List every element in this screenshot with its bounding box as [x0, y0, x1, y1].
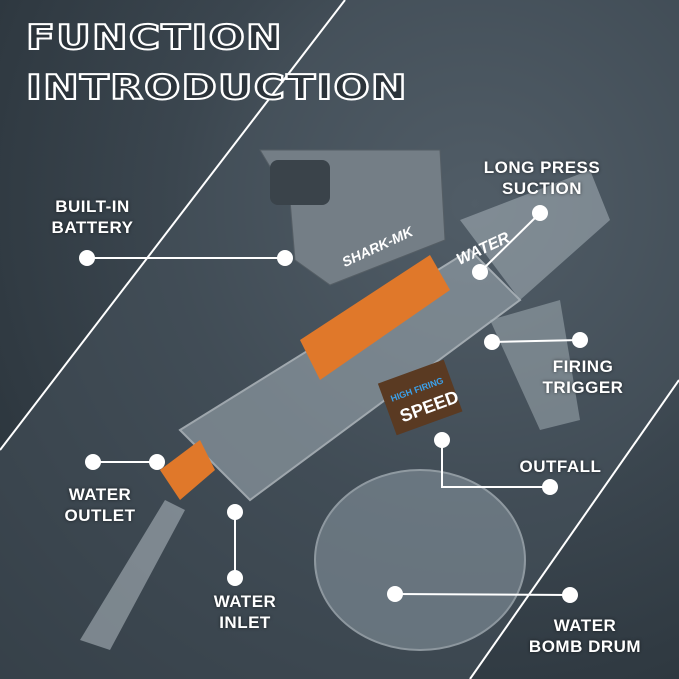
callout-dot [434, 432, 450, 448]
label-outlet: WATER OUTLET [45, 484, 155, 526]
label-line: WATER [553, 616, 617, 635]
callout-dot [149, 454, 165, 470]
label-line: SUCTION [502, 179, 582, 198]
callout-dot [542, 479, 558, 495]
label-drum: WATER BOMB DRUM [515, 615, 655, 657]
orange-tank [300, 255, 450, 380]
title-line-2: INTRODUCTION [25, 67, 408, 109]
label-trigger: FIRING TRIGGER [528, 356, 638, 398]
label-line: BUILT-IN [55, 197, 130, 216]
stock [460, 170, 610, 300]
callout-dot [387, 586, 403, 602]
label-line: FIRING [552, 357, 614, 376]
grip [490, 300, 580, 430]
divider-line [469, 379, 679, 679]
label-line: INLET [219, 613, 271, 632]
callout-dot [484, 334, 500, 350]
label-line: WATER [68, 485, 132, 504]
label-line: LONG PRESS [483, 158, 601, 177]
leader-drum [394, 593, 571, 596]
callout-dot [227, 504, 243, 520]
label-line: OUTFALL [519, 457, 602, 476]
leader-trigger [491, 339, 581, 343]
label-inlet: WATER INLET [190, 591, 300, 633]
callout-dot [227, 570, 243, 586]
label-line: OUTLET [64, 506, 136, 525]
label-line: WATER [213, 592, 277, 611]
divider-line [0, 0, 346, 451]
callout-dot [277, 250, 293, 266]
callout-dot [572, 332, 588, 348]
callout-dot [532, 205, 548, 221]
label-line: BATTERY [51, 218, 134, 237]
water-drum [314, 469, 526, 651]
water-spray [80, 500, 185, 650]
label-line: TRIGGER [542, 378, 624, 397]
label-suction: LONG PRESS SUCTION [462, 157, 622, 199]
leader-suction [479, 212, 541, 273]
title-line-1: FUNCTION [25, 17, 283, 59]
speed-badge [377, 359, 463, 436]
label-battery: BUILT-IN BATTERY [35, 196, 150, 238]
label-outfall: OUTFALL [498, 456, 623, 477]
callout-dot [562, 587, 578, 603]
callout-dot [472, 264, 488, 280]
label-line: BOMB DRUM [528, 637, 642, 656]
muzzle [160, 440, 215, 500]
callout-dot [85, 454, 101, 470]
callout-dot [79, 250, 95, 266]
leader-outfall [441, 440, 550, 488]
